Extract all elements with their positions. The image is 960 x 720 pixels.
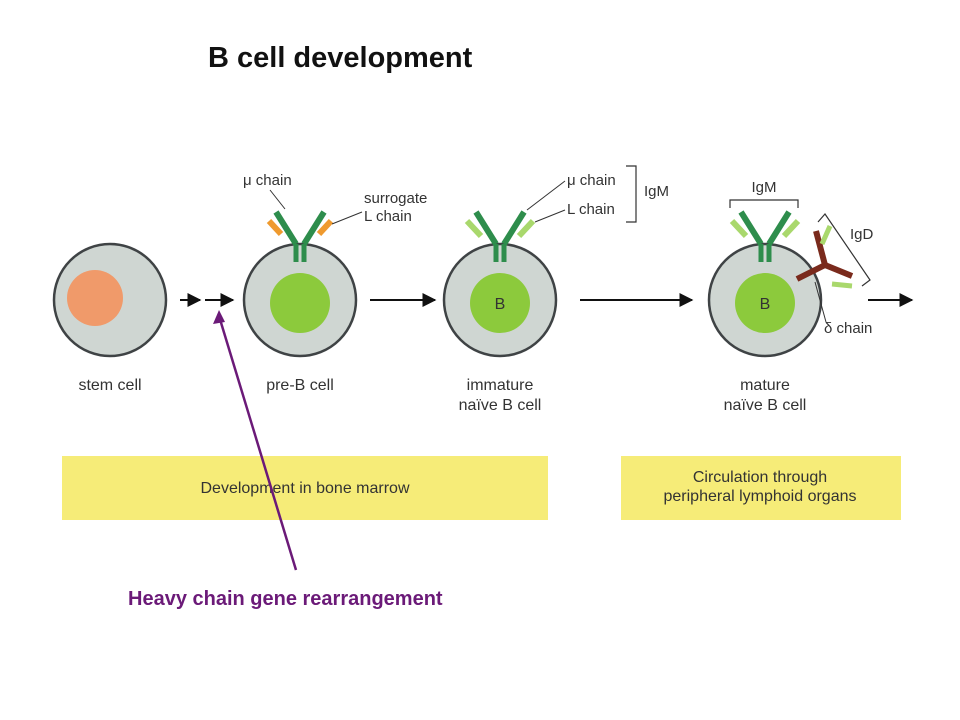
page-title: B cell development <box>208 42 473 74</box>
immature-b-nucleus <box>470 273 530 333</box>
mature-b-nucleus <box>735 273 795 333</box>
circulation-label-line2: peripheral lymphoid organs <box>664 488 857 505</box>
pre-b-label: pre-B cell <box>266 377 334 394</box>
bone-marrow-label: Development in bone marrow <box>201 480 410 497</box>
mu-chain-label: μ chain <box>567 172 616 189</box>
nucleus-label: B <box>760 296 771 313</box>
pointer-line <box>534 209 566 223</box>
annotation-arrow-line <box>217 315 298 571</box>
pre-b-nucleus <box>270 273 330 333</box>
pointer-line <box>814 281 827 323</box>
circulation-box <box>621 456 901 520</box>
mature-igm-receptor <box>729 210 801 262</box>
pointer-line <box>526 180 566 211</box>
immature-label-line2: naïve B cell <box>459 397 542 414</box>
pointer-line <box>331 211 363 225</box>
igd-bracket <box>817 213 871 287</box>
circulation-label-line1: Circulation through <box>693 469 827 486</box>
immature-label-line1: immature <box>467 377 534 394</box>
igm-label: IgM <box>644 183 669 200</box>
immature-igm-receptor <box>464 210 536 262</box>
pre-b-receptor <box>266 210 334 262</box>
surrogate-label-line2: L chain <box>364 208 412 225</box>
mature-label-line1: mature <box>740 377 790 394</box>
mu-chain-label: μ chain <box>243 172 292 189</box>
igm-bracket <box>729 199 799 208</box>
annotation-caption: Heavy chain gene rearrangement <box>128 588 443 610</box>
igm-label: IgM <box>751 179 776 196</box>
igm-bracket <box>626 165 637 223</box>
l-chain-label: L chain <box>567 201 615 218</box>
stem-cell-label: stem cell <box>78 377 141 394</box>
nucleus-label: B <box>495 296 506 313</box>
annotation-arrowhead <box>213 310 225 324</box>
pointer-line <box>269 189 286 210</box>
surrogate-label-line1: surrogate <box>364 190 427 207</box>
mature-label-line2: naïve B cell <box>724 397 807 414</box>
bone-marrow-box <box>62 456 548 520</box>
stem-cell-nucleus <box>67 270 123 326</box>
mature-igd-receptor <box>795 224 854 289</box>
igd-label: IgD <box>850 226 874 243</box>
delta-chain-label: δ chain <box>824 320 872 337</box>
